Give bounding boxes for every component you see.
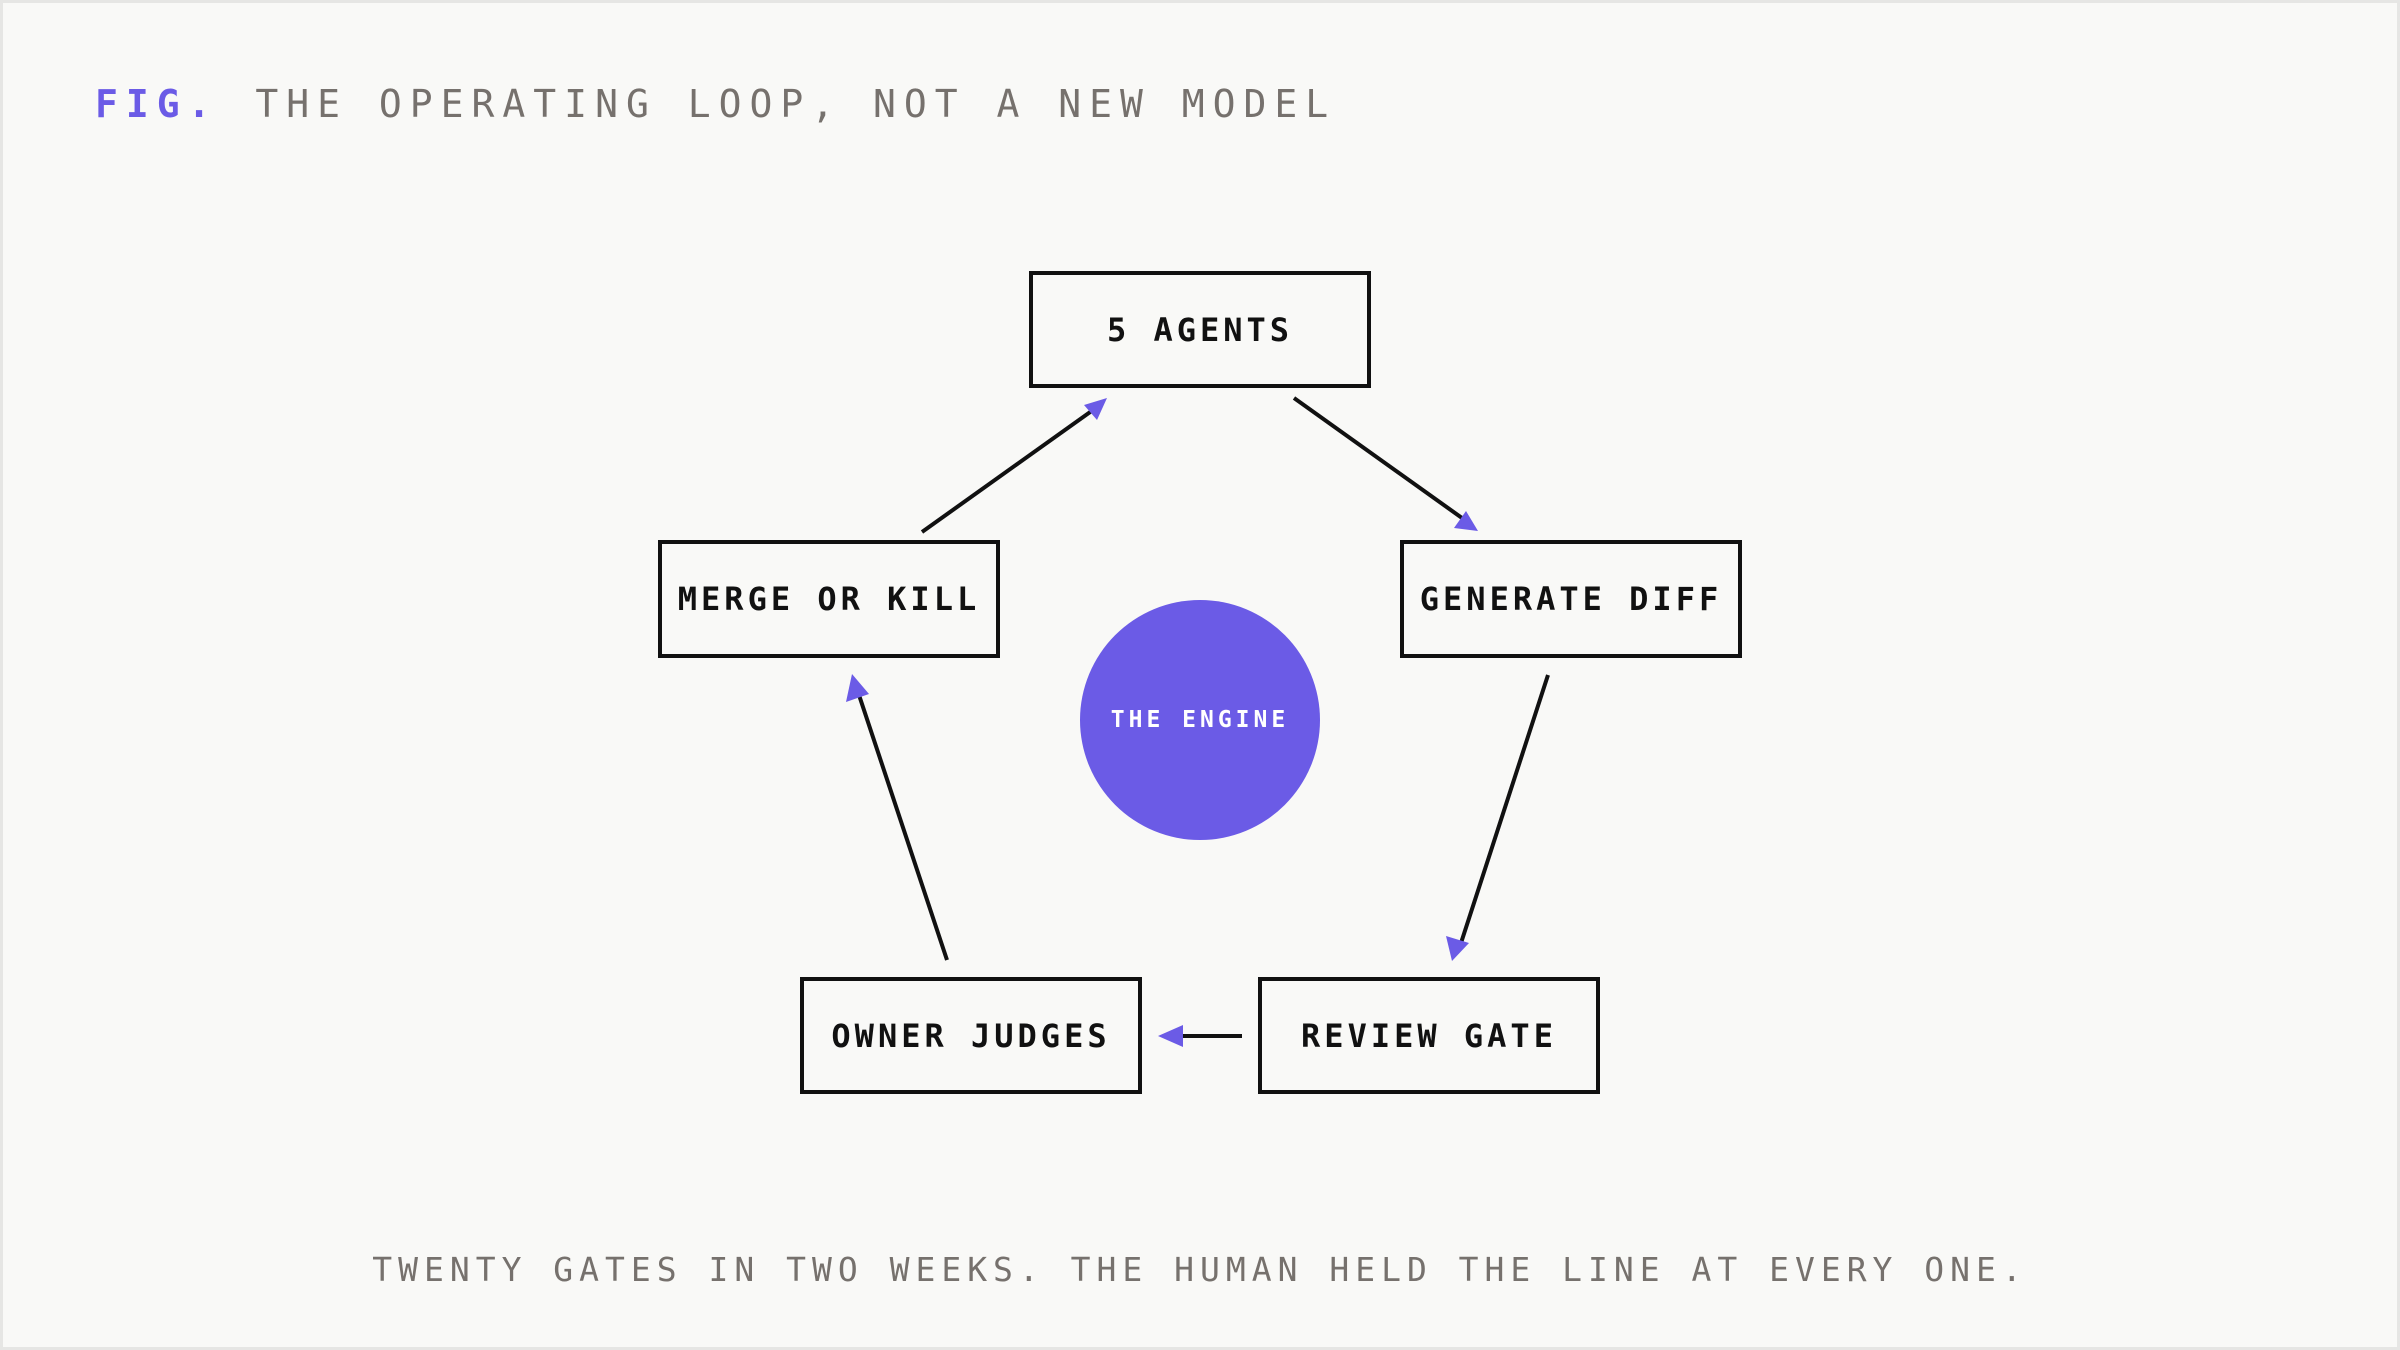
- node-label-review-gate: REVIEW GATE: [1301, 1017, 1557, 1055]
- edge-review-gate-to-owner-judges: [1158, 1025, 1242, 1047]
- figure-title: FIG. THE OPERATING LOOP, NOT A NEW MODEL: [95, 82, 1336, 126]
- node-label-5-agents: 5 AGENTS: [1107, 311, 1293, 349]
- node-label-owner-judges: OWNER JUDGES: [831, 1017, 1110, 1055]
- engine-circle: [1080, 600, 1320, 840]
- figure-caption: TWENTY GATES IN TWO WEEKS. THE HUMAN HEL…: [372, 1250, 2028, 1289]
- edge-agents-to-generate-diff: [1292, 396, 1478, 531]
- engine-node: THE ENGINE: [1080, 600, 1320, 840]
- figure-prefix: FIG.: [95, 82, 219, 126]
- edge-merge-or-kill-to-agents: [920, 398, 1107, 534]
- node-merge-or-kill: MERGE OR KILL: [658, 540, 1000, 658]
- edge-owner-judges-to-merge-or-kill: [846, 674, 949, 961]
- engine-label: THE ENGINE: [1111, 707, 1289, 733]
- node-label-generate-diff: GENERATE DIFF: [1420, 580, 1722, 618]
- edge-generate-diff-to-review-gate: [1446, 674, 1550, 961]
- node-5-agents: 5 AGENTS: [1029, 271, 1371, 388]
- node-generate-diff: GENERATE DIFF: [1400, 540, 1742, 658]
- node-owner-judges: OWNER JUDGES: [800, 977, 1142, 1094]
- node-label-merge-or-kill: MERGE OR KILL: [678, 580, 980, 618]
- figure-title-text: THE OPERATING LOOP, NOT A NEW MODEL: [255, 82, 1337, 126]
- node-review-gate: REVIEW GATE: [1258, 977, 1600, 1094]
